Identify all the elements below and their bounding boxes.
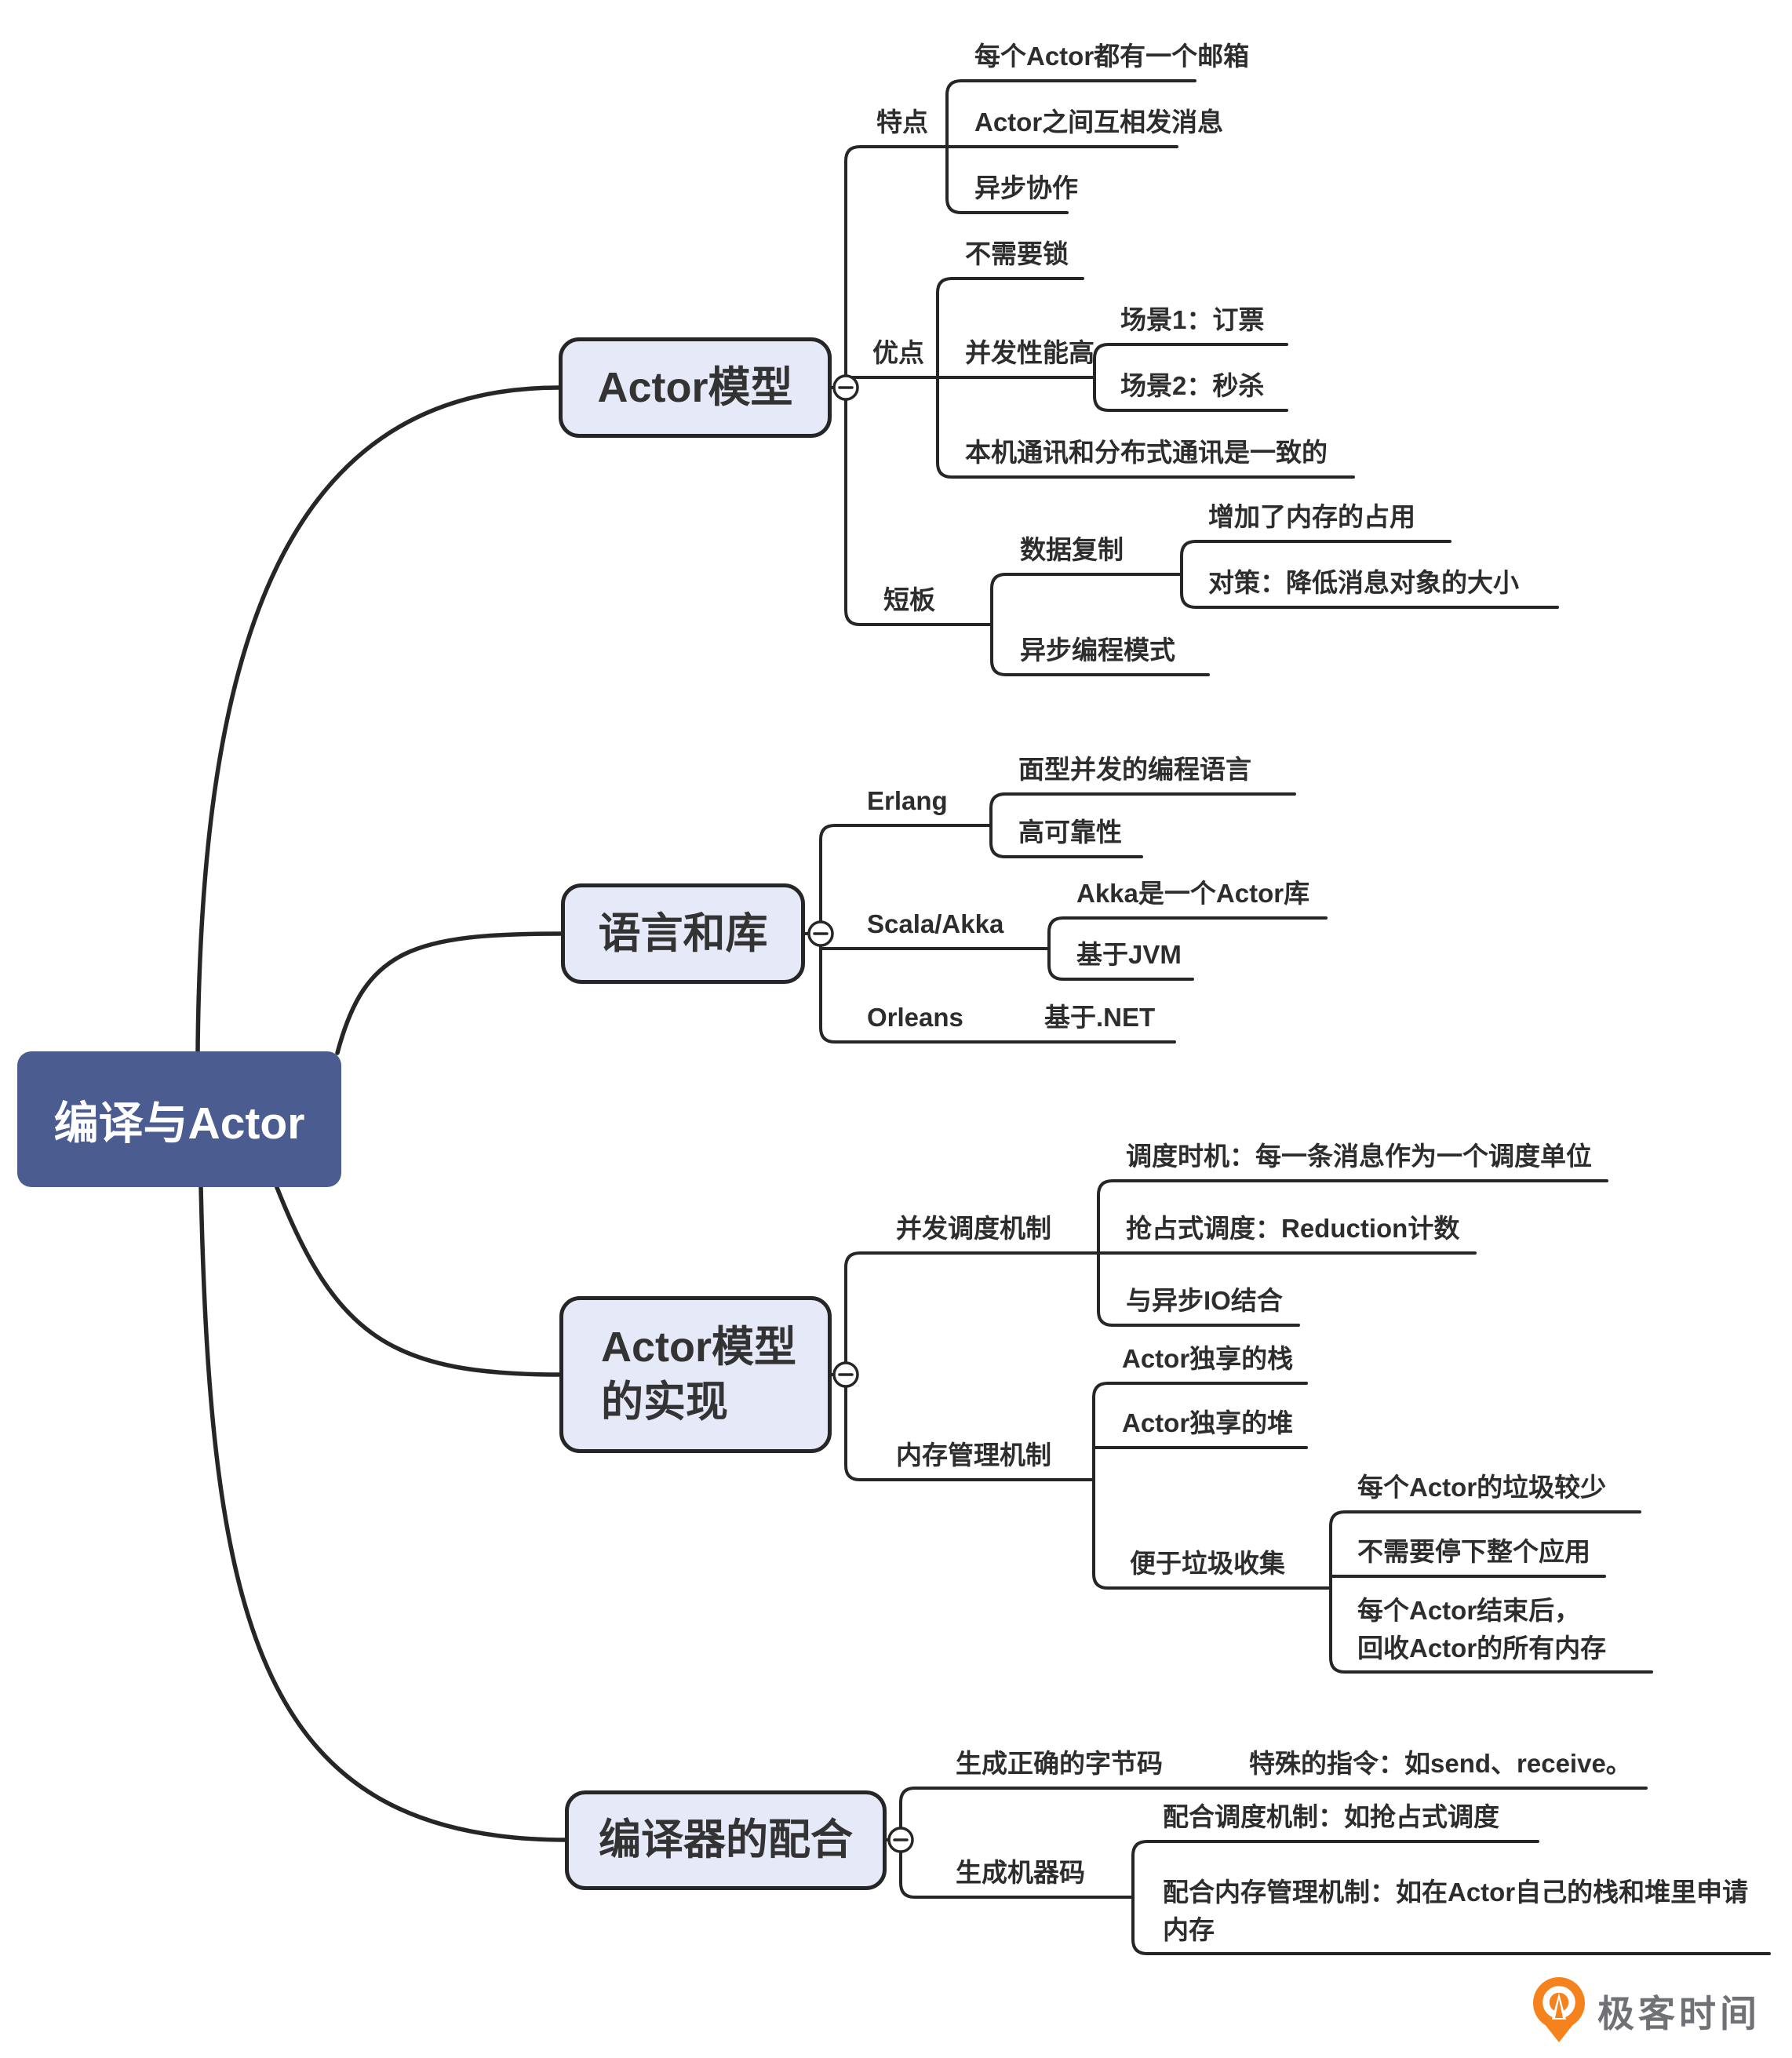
topic-3-0[interactable]: 生成正确的字节码 xyxy=(956,1749,1163,1778)
topic-3-0-0[interactable]: 特殊的指令：如send、receive。 xyxy=(1249,1749,1632,1778)
branch-languages[interactable]: 语言和库 xyxy=(561,883,805,984)
topic-1-0-1[interactable]: 高可靠性 xyxy=(1018,818,1122,847)
topic-0-0-1[interactable]: Actor之间互相发消息 xyxy=(974,107,1224,137)
topic-1-2[interactable]: Orleans xyxy=(867,1003,963,1032)
topic-2-1[interactable]: 内存管理机制 xyxy=(896,1441,1051,1470)
topic-0-0[interactable]: 特点 xyxy=(876,107,928,137)
topic-1-1-0[interactable]: Akka是一个Actor库 xyxy=(1076,879,1310,908)
topic-1-2-0[interactable]: 基于.NET xyxy=(1044,1003,1156,1032)
topic-0-1[interactable]: 优点 xyxy=(872,338,924,367)
topic-3-1[interactable]: 生成机器码 xyxy=(956,1858,1085,1887)
root-topic[interactable]: 编译与Actor xyxy=(17,1051,341,1187)
geektime-logo: 极客时间 xyxy=(1532,1977,1761,2043)
topic-3-1-1[interactable]: 配合内存管理机制：如在Actor自己的栈和堆里申请 内存 xyxy=(1163,1878,1749,1944)
topic-0-1-1-1[interactable]: 场景2：秒杀 xyxy=(1120,371,1265,400)
topic-2-1-2-2[interactable]: 每个Actor结束后， 回收Actor的所有内存 xyxy=(1357,1596,1607,1663)
branch-implementation[interactable]: Actor模型 的实现 xyxy=(559,1296,832,1453)
topic-0-1-2[interactable]: 本机通讯和分布式通讯是一致的 xyxy=(965,438,1328,467)
topic-3-1-0[interactable]: 配合调度机制：如抢占式调度 xyxy=(1163,1802,1499,1831)
geektime-logo-text: 极客时间 xyxy=(1597,1992,1761,2034)
topic-0-2-0[interactable]: 数据复制 xyxy=(1020,535,1124,564)
topic-0-0-2[interactable]: 异步协作 xyxy=(974,173,1078,202)
topic-2-0-0[interactable]: 调度时机：每一条消息作为一个调度单位 xyxy=(1126,1142,1592,1171)
topic-2-1-1[interactable]: Actor独享的堆 xyxy=(1122,1408,1294,1437)
topic-2-1-2-1[interactable]: 不需要停下整个应用 xyxy=(1357,1537,1590,1566)
topic-0-2-0-1[interactable]: 对策：降低消息对象的大小 xyxy=(1208,568,1519,597)
branch-compiler[interactable]: 编译器的配合 xyxy=(565,1790,887,1890)
topic-1-1[interactable]: Scala/Akka xyxy=(867,909,1004,938)
topic-1-0[interactable]: Erlang xyxy=(867,786,948,815)
topic-0-2-0-0[interactable]: 增加了内存的占用 xyxy=(1208,502,1415,531)
topic-0-1-1-0[interactable]: 场景1：订票 xyxy=(1120,305,1265,334)
topic-0-1-0[interactable]: 不需要锁 xyxy=(965,239,1069,268)
topic-2-1-2[interactable]: 便于垃圾收集 xyxy=(1130,1549,1285,1578)
geektime-logo-icon xyxy=(1533,1977,1585,2042)
topic-2-0-2[interactable]: 与异步IO结合 xyxy=(1126,1286,1283,1315)
topic-0-2[interactable]: 短板 xyxy=(883,585,935,614)
topic-0-0-0[interactable]: 每个Actor都有一个邮箱 xyxy=(974,42,1250,71)
topic-2-0[interactable]: 并发调度机制 xyxy=(896,1214,1051,1243)
topic-2-0-1[interactable]: 抢占式调度：Reduction计数 xyxy=(1126,1214,1460,1243)
topic-0-2-1[interactable]: 异步编程模式 xyxy=(1020,636,1175,665)
branch-actor-model[interactable]: Actor模型 xyxy=(559,337,832,438)
topic-2-1-0[interactable]: Actor独享的栈 xyxy=(1122,1344,1294,1373)
topic-2-1-2-0[interactable]: 每个Actor的垃圾较少 xyxy=(1357,1473,1607,1502)
topic-1-1-1[interactable]: 基于JVM xyxy=(1076,940,1182,969)
topic-0-1-1[interactable]: 并发性能高 xyxy=(965,338,1095,367)
topic-1-0-0[interactable]: 面型并发的编程语言 xyxy=(1018,755,1251,784)
